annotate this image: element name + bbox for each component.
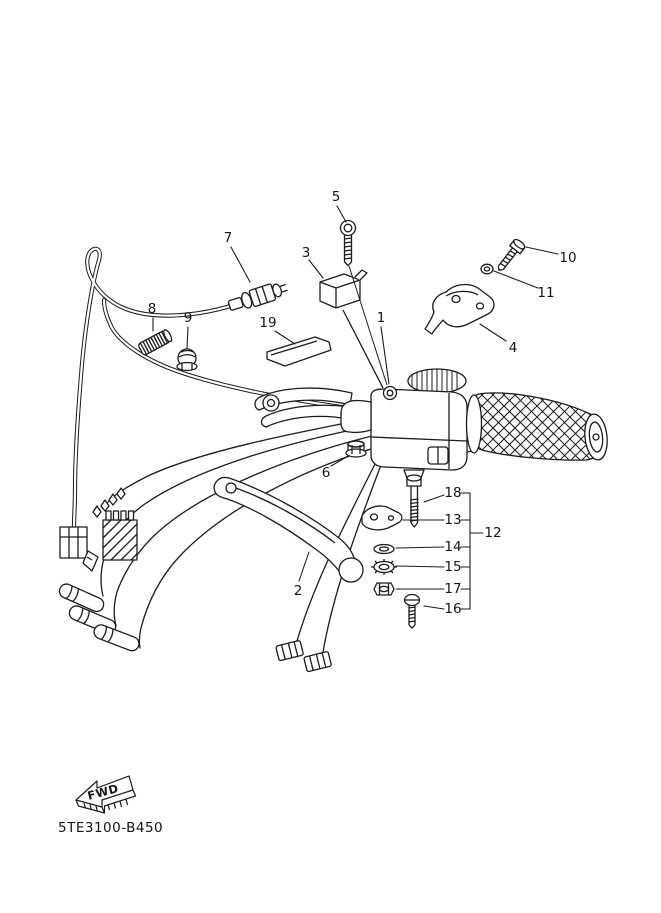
holder-bracket: [424, 283, 495, 335]
callout-9: 9: [184, 310, 193, 326]
washer-14: [373, 543, 395, 555]
brake-lever: [213, 476, 364, 583]
lever-perch: [254, 336, 353, 428]
lever-ball-end: [338, 557, 364, 583]
callout-12: 12: [484, 525, 501, 541]
switch-housing: [340, 368, 468, 479]
callout-labels: 1 2 3 4 5 6 7 8 9 10 11 12 13 14 15 16 1…: [148, 189, 577, 617]
terminal-boot-1: [58, 583, 105, 613]
callout-4: 4: [509, 340, 518, 356]
callout-15: 15: [444, 559, 461, 575]
callout-10: 10: [559, 250, 576, 266]
screw-16: [403, 593, 421, 629]
cable-adjuster: [227, 283, 288, 311]
knurled-adjuster: [138, 329, 173, 356]
callout-7: 7: [224, 230, 233, 246]
lever-pivot-hole: [225, 482, 237, 494]
grip-end-cap: [584, 413, 608, 461]
switch-clip: [266, 336, 332, 367]
small-connector-1: [275, 640, 304, 662]
callout-17: 17: [444, 581, 461, 597]
flange-nut: [345, 440, 367, 458]
lock-washer-15: [371, 559, 397, 575]
terminal-boot-3: [93, 624, 140, 652]
small-connector-2: [303, 651, 332, 673]
callout-14: 14: [444, 539, 461, 555]
callout-2: 2: [294, 583, 303, 599]
callout-8: 8: [148, 301, 157, 317]
grommet: [176, 348, 198, 372]
screw-5: [339, 219, 388, 386]
bracket-13: [361, 505, 403, 531]
square-connector: [59, 526, 99, 572]
harness-connectors: [58, 487, 332, 673]
screw-boss: [382, 385, 398, 401]
callout-5: 5: [332, 189, 341, 205]
callout-3: 3: [302, 245, 311, 261]
callout-19: 19: [259, 315, 276, 331]
callout-6: 6: [322, 465, 331, 481]
switch-block: [319, 269, 384, 389]
callout-18: 18: [444, 485, 461, 501]
callout-13: 13: [444, 512, 461, 528]
fwd-arrow: FWD: [75, 775, 137, 814]
spade-terminals: [92, 487, 126, 518]
bolt-18: [406, 474, 422, 528]
throttle-tube-collar: [465, 394, 483, 454]
callout-11: 11: [537, 285, 554, 301]
wire-harness: [100, 417, 382, 653]
screw-10: [497, 238, 526, 271]
callout-1: 1: [377, 310, 386, 326]
nut-17: [373, 582, 395, 596]
washer-11: [480, 263, 494, 275]
part-code: 5TE3100-B450: [58, 820, 163, 836]
leader-lines: [152, 205, 559, 610]
group-bracket-12: [460, 492, 484, 610]
multipin-connector: [102, 510, 138, 561]
callout-16: 16: [444, 601, 461, 617]
